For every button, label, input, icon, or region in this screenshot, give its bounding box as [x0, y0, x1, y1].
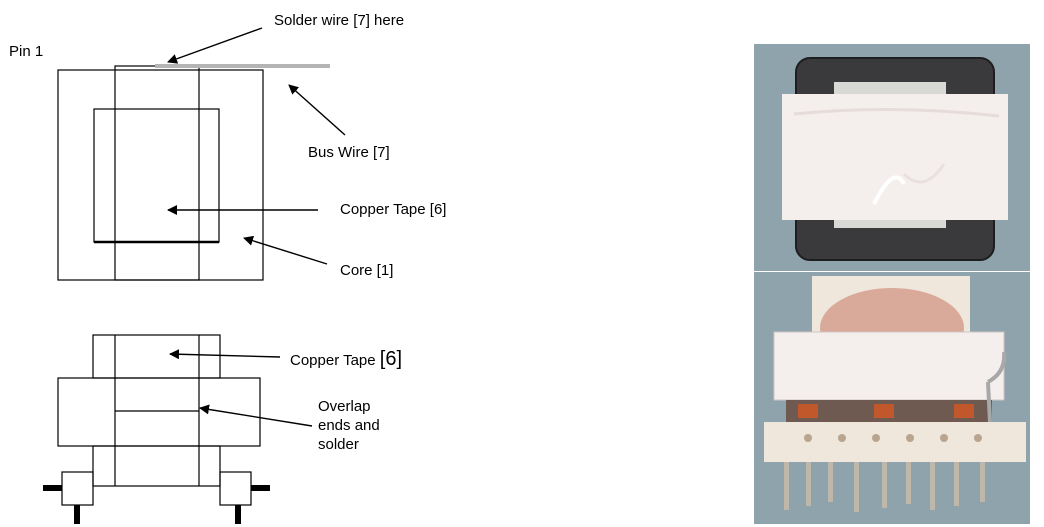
copper-tape-side-ref: [6] [379, 348, 403, 370]
solder-wire-label: Solder wire [7] here [274, 12, 405, 29]
side-bobbin-lower [92, 445, 221, 487]
side-core-block [57, 377, 261, 447]
copper-tape-side-text: Copper Tape [290, 352, 380, 369]
side-copper-tape-arrow [169, 349, 281, 360]
bobbin-center-outline [114, 65, 200, 281]
copper-tape-top-label: Copper Tape [6] [340, 201, 447, 218]
solder-wire-arrow [167, 27, 263, 64]
core-label: Core [1] [340, 262, 394, 279]
transformer-side-view-photo [754, 272, 1030, 524]
side-view-drawing [57, 334, 261, 506]
side-tape-top [92, 334, 221, 379]
overlap-arrow [199, 404, 313, 427]
bus-wire-arrow [288, 84, 346, 136]
copper-tape-side-label: Copper Tape [6] [290, 348, 403, 370]
left-pin-horizontal [43, 485, 62, 491]
transformer-top-view-photo [754, 44, 1030, 271]
pin1-label: Pin 1 [9, 43, 44, 60]
left-pin-block [61, 471, 94, 506]
bus-wire-label: Bus Wire [7] [308, 144, 390, 161]
left-pin-vertical [74, 505, 80, 524]
pins [43, 485, 270, 524]
overlap-label: Overlap ends and solder [318, 398, 380, 453]
right-pin-vertical [235, 505, 241, 524]
right-pin-horizontal [251, 485, 270, 491]
core-arrow [243, 235, 328, 265]
top-view-drawing [57, 64, 330, 281]
copper-tape-outline [93, 108, 220, 243]
core-outline [57, 69, 264, 281]
right-pin-block [219, 471, 252, 506]
